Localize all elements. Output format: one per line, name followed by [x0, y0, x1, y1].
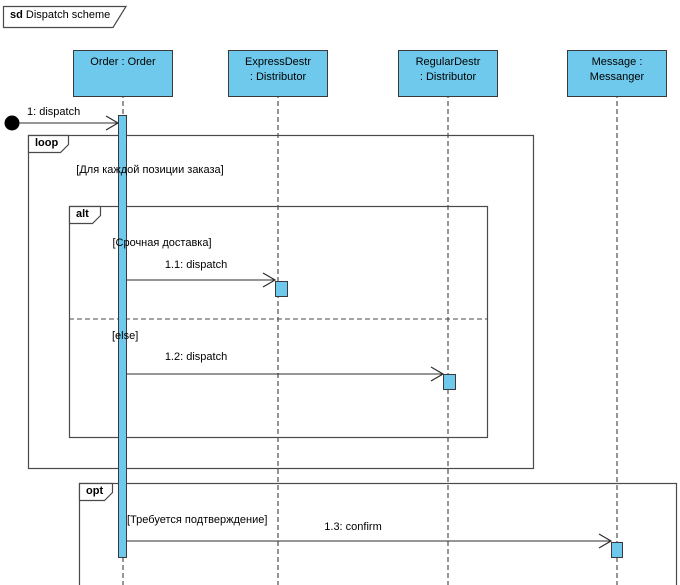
lifeline-name: Message :: [591, 56, 643, 68]
message-1-1-label[interactable]: 1.1: dispatch: [164, 259, 228, 271]
sd-frame-tab[interactable]: [2, 5, 128, 29]
message-1-2-label[interactable]: 1.2: dispatch: [164, 351, 228, 363]
message-1-label[interactable]: 1: dispatch: [27, 106, 81, 118]
lifeline-name-line2: : Distributor: [249, 71, 307, 83]
lifeline-head-message[interactable]: Message : Messanger: [567, 50, 667, 97]
opt-operator-tab[interactable]: [78, 482, 114, 502]
loop-fragment-frame[interactable]: [27, 134, 535, 470]
lifeline-head-regular[interactable]: RegularDestr : Distributor: [398, 50, 498, 97]
message-1-3-arrowhead: [598, 533, 613, 549]
lifeline-head-express[interactable]: ExpressDestr : Distributor: [228, 50, 328, 97]
activation-bar-regular[interactable]: [443, 374, 456, 390]
activation-bar-order[interactable]: [118, 115, 127, 558]
alt-guard-else[interactable]: [else]: [112, 330, 139, 342]
lifeline-name: RegularDestr: [415, 56, 481, 68]
opt-operator-label[interactable]: opt: [86, 485, 104, 497]
lifeline-head-order[interactable]: Order : Order: [73, 50, 173, 97]
alt-guard-urgent[interactable]: [Срочная доставка]: [112, 237, 212, 249]
found-message-dot[interactable]: [4, 115, 20, 131]
message-1-1-arrowhead: [262, 272, 277, 288]
activation-bar-message[interactable]: [611, 542, 623, 558]
opt-fragment-frame[interactable]: [78, 482, 678, 585]
alt-operator-tab[interactable]: [68, 205, 102, 225]
diagram-title-text: Dispatch scheme: [25, 9, 111, 21]
diagram-title: sd Dispatch scheme: [10, 9, 110, 21]
alt-fragment-frame[interactable]: [68, 205, 489, 439]
lifeline-name-line2: : Distributor: [419, 71, 477, 83]
diagram-title-keyword: sd: [10, 9, 23, 21]
opt-guard[interactable]: [Требуется подтверждение]: [127, 514, 268, 526]
lifeline-name: ExpressDestr: [244, 56, 312, 68]
message-1-3-label[interactable]: 1.3: confirm: [324, 521, 382, 533]
loop-guard[interactable]: [Для каждой позиции заказа]: [76, 164, 224, 176]
activation-bar-express[interactable]: [275, 281, 288, 297]
lifeline-name-line2: Messanger: [589, 71, 645, 83]
lifeline-name: Order : Order: [90, 56, 156, 68]
alt-operator-label[interactable]: alt: [76, 208, 89, 220]
loop-operator-tab[interactable]: [27, 134, 70, 154]
loop-operator-label[interactable]: loop: [35, 137, 59, 149]
